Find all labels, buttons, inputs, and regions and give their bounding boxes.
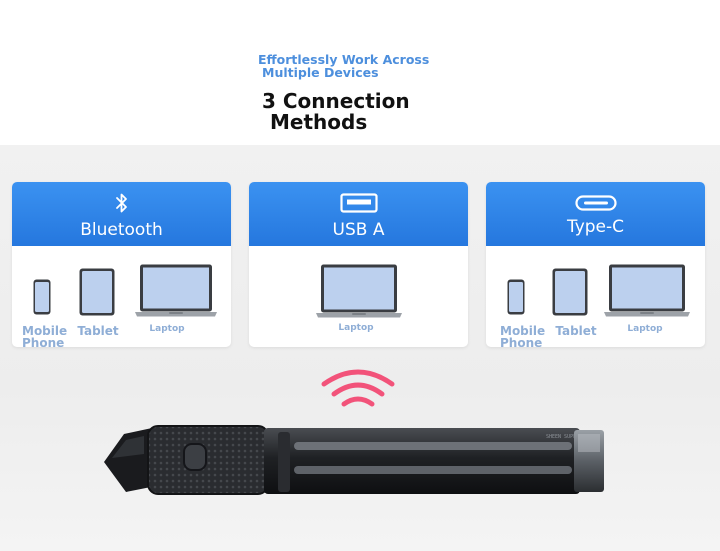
pen-scanner-device: SHEEN SUPPLY [104,425,604,495]
device-label-laptop: Laptop [338,323,374,333]
title-line-2: Methods [270,110,368,134]
device-label-tablet: Tablet [555,324,597,338]
tablet-icon [79,268,115,316]
card-title: Type-C [566,217,625,237]
laptop-icon [316,264,402,318]
device-label-laptop: Laptop [627,324,663,334]
card-title: USB A [332,220,385,240]
card-header [249,182,468,246]
laptop-icon [135,264,217,317]
phone-icon [33,279,51,315]
card-usb-a: USB A Laptop [249,182,468,347]
brand-text: SHEEN SUPPLY [546,434,582,440]
header-area [0,0,720,145]
title-line-1: 3 Connection [262,89,410,113]
device-label-laptop: Laptop [149,324,185,334]
card-title: Bluetooth [80,220,163,240]
wireless-signal-icon [321,369,395,407]
device-label-tablet: Tablet [77,324,119,338]
card-header [12,182,231,246]
phone-icon [507,279,525,315]
usb-c-port-icon [574,195,617,211]
usb-a-port-icon [339,193,378,213]
laptop-icon [604,264,690,317]
subtitle-line-2: Multiple Devices [262,65,379,80]
bluetooth-icon [115,193,127,213]
card-header [486,182,705,246]
tablet-icon [552,268,588,316]
subtitle-line-1: Effortlessly Work Across [258,52,430,67]
